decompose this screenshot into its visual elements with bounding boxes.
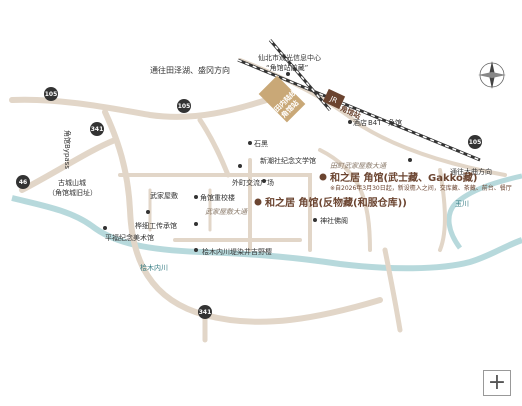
svg-text:341: 341: [199, 309, 212, 316]
route-341-shield: 341: [198, 305, 212, 319]
label-hirafuku: 平福纪念美术馆: [105, 233, 154, 242]
route-shields: 105 105 341 46 105 341: [16, 87, 482, 319]
jr-badge: JR: [322, 88, 346, 110]
label-wanoi-2: 和之居 角馆(反物藏(和服仓库)): [264, 196, 407, 209]
label-kakunodate-school: 角馆重校楼: [200, 193, 235, 202]
hinokinai-river: [11, 195, 522, 272]
label-tourist-center-2: “角馆站前藏”: [266, 63, 308, 72]
label-bukeyashiki-street: 武家屋敷大通: [205, 208, 248, 216]
wanoi-markers: [254, 173, 327, 206]
label-bat: B4T: [368, 119, 382, 127]
label-tamachi-street: 田町武家屋敷大通: [330, 162, 387, 170]
label-hinokinai: 桧木内川: [140, 263, 168, 272]
label-hotel: 酒店: [353, 118, 367, 127]
svg-text:105: 105: [469, 139, 482, 146]
tamagawa-river: [446, 173, 522, 250]
poi-dots: [103, 72, 412, 252]
route-46-shield: 46: [16, 175, 30, 189]
label-niwatori: 新潮社纪念文学馆: [260, 156, 316, 165]
route-105-shield: 105: [468, 135, 482, 149]
label-gaimachi: 外町交流广场: [232, 178, 274, 187]
compass-icon: [478, 61, 506, 89]
label-to-daiku: 通往大曲方向: [450, 167, 492, 176]
svg-text:105: 105: [178, 103, 191, 110]
akita-line-badge: [258, 75, 306, 123]
label-ishiguro: 石黑: [254, 140, 268, 148]
svg-text:JR: JR: [328, 94, 339, 105]
label-kabazaiku: 桦细工传承馆: [135, 221, 177, 230]
label-sakura: 桧木内川堤染井吉野樱: [202, 247, 272, 256]
zoom-in-button[interactable]: +: [483, 370, 511, 396]
label-to-tazawako: 通往田泽湖、盛冈方向: [150, 65, 230, 75]
rivers: [11, 173, 522, 272]
label-furushiro: 古城山城: [58, 178, 86, 187]
route-105-shield: 105: [177, 99, 191, 113]
label-note: ※自2026年3月30日起，新设檐入之间，交库藏、茶藏、前台、餐厅: [330, 184, 512, 192]
label-tamagawa: 玉川: [455, 200, 469, 208]
railway: [237, 39, 481, 162]
svg-text:46: 46: [19, 179, 27, 186]
label-wanoi-1: 和之居 角馆(武士藏、Gakko藏): [329, 171, 477, 184]
label-bypass: 角馆Bypass: [63, 130, 72, 169]
label-kakunodate: 角馆: [388, 118, 402, 127]
label-bukeyashiki: 武家屋敷: [150, 191, 178, 200]
route-105-shield: 105: [44, 87, 58, 101]
svg-text:105: 105: [45, 91, 58, 98]
svg-text:341: 341: [91, 126, 104, 133]
label-furushiro-2: （角馆城旧址）: [48, 188, 97, 197]
label-chadokoro: 神社佛阁: [320, 216, 348, 225]
route-341-shield: 341: [90, 122, 104, 136]
label-tourist-center: 仙北市观光信息中心: [258, 53, 321, 62]
